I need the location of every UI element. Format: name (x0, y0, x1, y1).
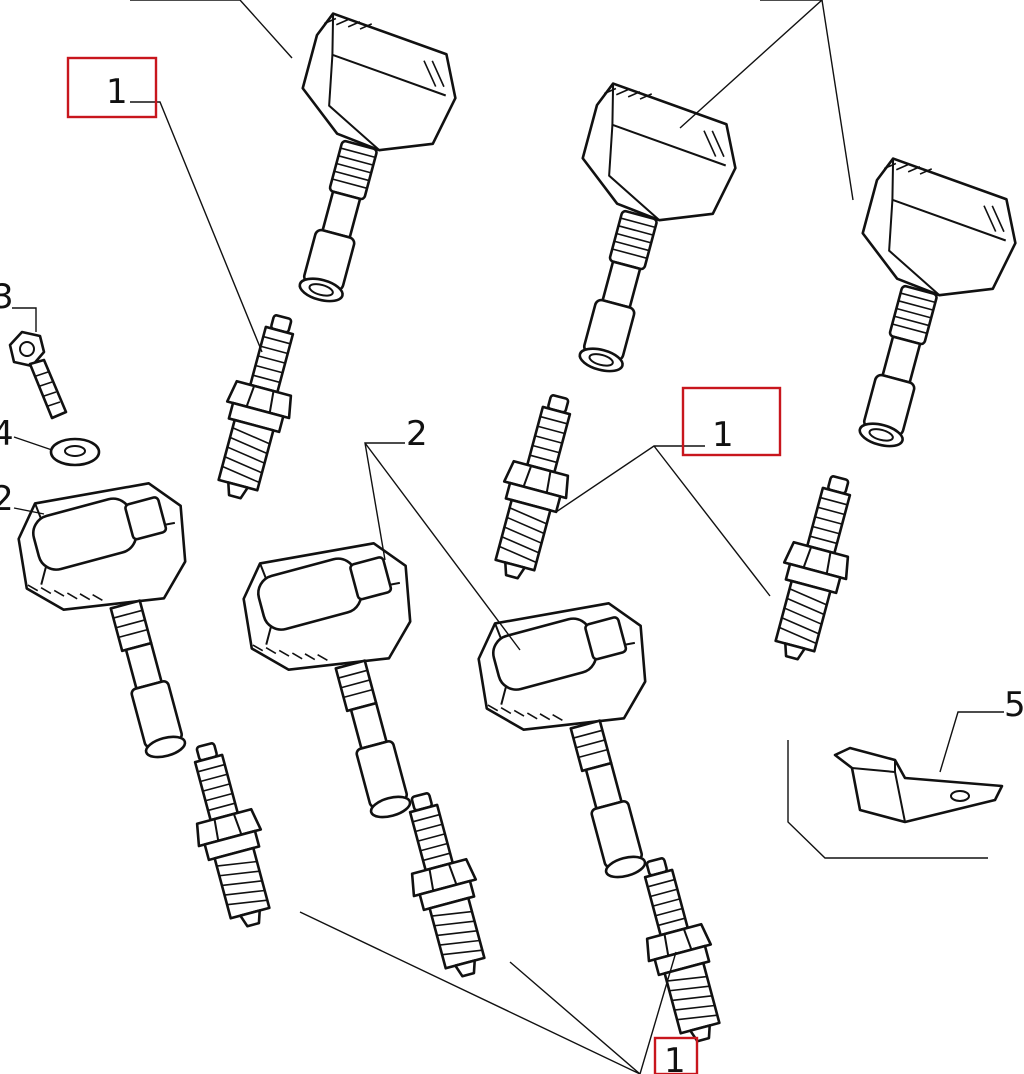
callout-1-middle-right: 1 (712, 415, 734, 455)
pencil-coil-top-right-a (529, 79, 750, 392)
callout-1-top-left: 1 (106, 72, 128, 112)
callout-4: 4 (0, 414, 14, 454)
leader-lines (12, 0, 1004, 1074)
callout-5: 5 (1004, 685, 1024, 725)
spark-plug-upper-right (759, 468, 873, 668)
socket-head-screw (8, 330, 68, 420)
callout-3: 3 (0, 277, 14, 317)
callout-1-bottom: 1 (664, 1041, 686, 1074)
spark-plug-lower-middle (387, 785, 501, 985)
pencil-coil-top-right-b (809, 154, 1024, 467)
box-coil-middle (229, 525, 469, 842)
highlight-box-bottom (653, 1036, 699, 1074)
washer (49, 437, 101, 467)
highlight-box-middle-right (681, 386, 782, 457)
callout-2-middle: 2 (406, 414, 428, 454)
spark-plug-upper-left (202, 307, 316, 507)
spark-plug-lower-left (172, 735, 286, 935)
spark-plug-upper-middle (479, 387, 593, 587)
box-coil-right (464, 585, 704, 902)
callout-2-left: 2 (0, 479, 14, 519)
mounting-bracket (787, 740, 1004, 859)
pencil-coil-top-center (249, 9, 470, 322)
spark-plug-lower-right (622, 850, 736, 1050)
highlight-box-top-left (66, 56, 158, 119)
